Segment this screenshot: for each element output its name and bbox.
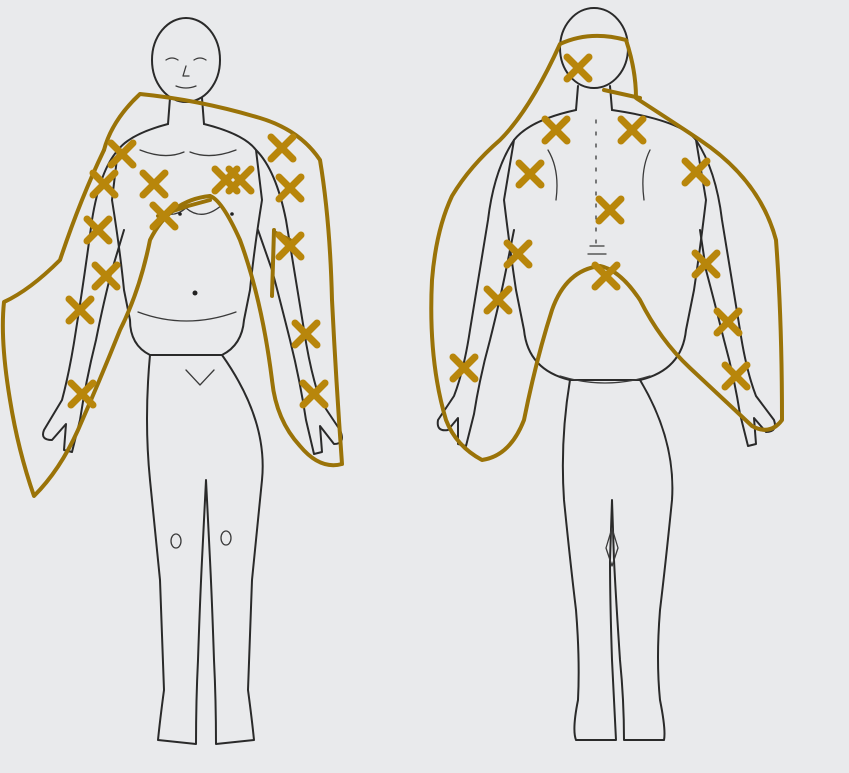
x-mark-icon xyxy=(303,383,325,405)
back-torso xyxy=(504,110,706,380)
x-mark-icon xyxy=(545,119,567,141)
x-mark-icon xyxy=(621,119,643,141)
front-head xyxy=(152,18,220,102)
back-body-figure xyxy=(438,8,775,740)
x-mark-icon xyxy=(685,161,707,183)
front-body-figure xyxy=(43,18,342,744)
x-mark-icon xyxy=(215,169,237,191)
x-mark-icon xyxy=(567,57,589,79)
x-mark-icon xyxy=(271,137,293,159)
back-legs xyxy=(563,380,673,740)
x-mark-icon xyxy=(95,265,117,287)
front-region-left-arm xyxy=(3,150,210,496)
front-navel xyxy=(193,291,198,296)
x-mark-icon xyxy=(143,173,165,195)
x-mark-icon xyxy=(519,163,541,185)
x-mark-icon xyxy=(725,365,747,387)
pain-markers xyxy=(69,57,747,405)
x-mark-icon xyxy=(599,199,621,221)
front-face xyxy=(166,58,206,88)
x-mark-icon xyxy=(279,177,301,199)
front-legs xyxy=(147,355,263,744)
